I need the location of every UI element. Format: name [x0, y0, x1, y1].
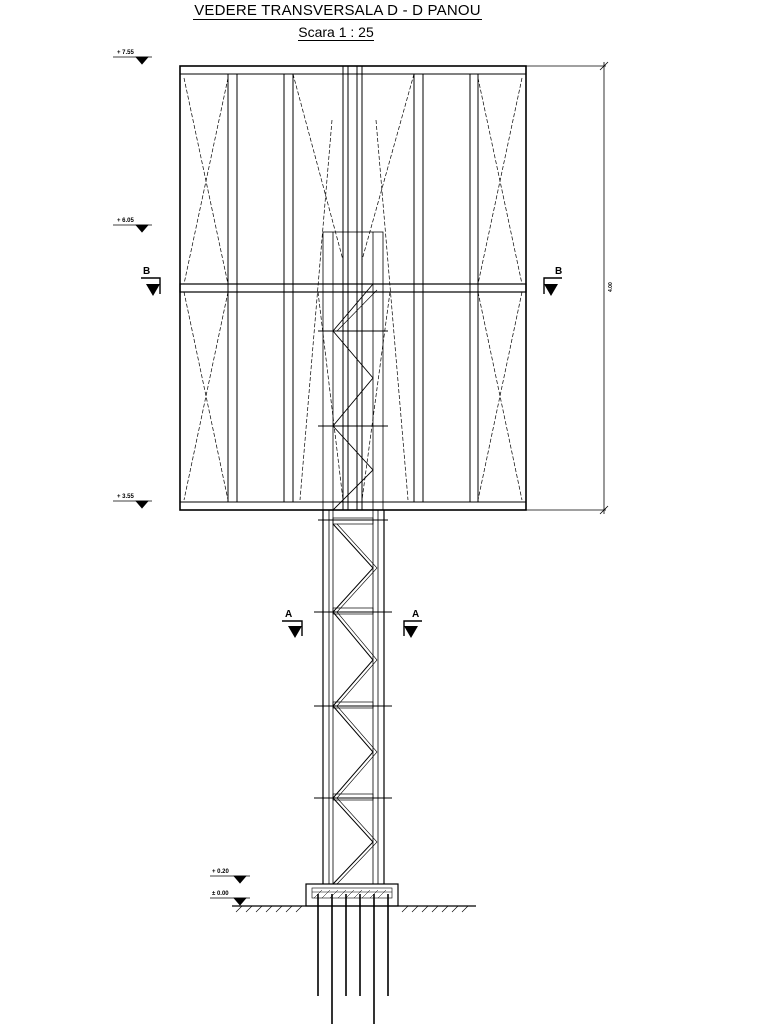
drawing-title: VEDERE TRANSVERSALA D - D PANOU	[193, 2, 482, 20]
level-label-0-20: + 0.20	[212, 869, 230, 875]
foundation	[232, 883, 476, 1024]
lattice-column	[314, 231, 392, 885]
level-label-7-55: + 7.55	[117, 50, 135, 56]
level-markers	[113, 56, 250, 906]
drawing-scale: Scara 1 : 25	[298, 24, 374, 41]
panel-height-dimension	[526, 61, 609, 515]
level-label-3-55: + 3.55	[117, 494, 135, 500]
section-mark-a-right: A	[412, 609, 419, 620]
section-mark-b-right: B	[555, 266, 562, 277]
section-mark-a-left: A	[285, 609, 292, 620]
section-marks	[141, 277, 562, 638]
section-mark-b-left: B	[143, 266, 150, 277]
level-label-0-00: ± 0.00	[212, 891, 229, 897]
billboard-panel	[179, 65, 527, 511]
level-label-6-05: + 6.05	[117, 218, 135, 224]
panel-height-label: 4.00	[608, 282, 614, 292]
